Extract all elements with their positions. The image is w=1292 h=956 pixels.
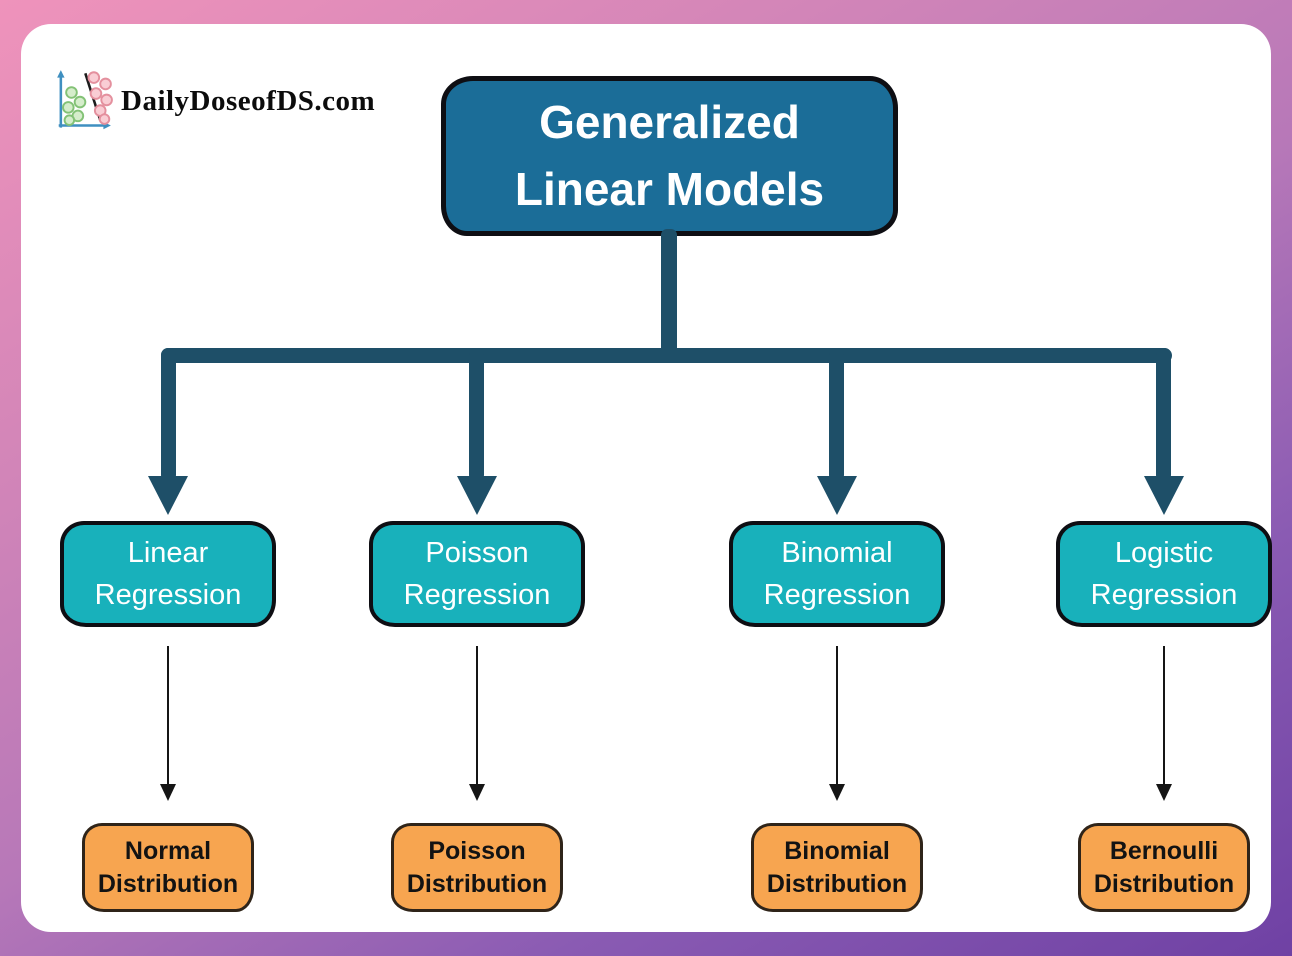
node-linear-regression: Linear Regression [60, 521, 276, 627]
node-binomial-distribution: Binomial Distribution [751, 823, 923, 912]
distribution-node-label: Poisson Distribution [406, 837, 548, 898]
arrowhead-down-icon [148, 476, 188, 515]
brand: DailyDoseofDS.com [47, 66, 375, 136]
scatter-plot-icon [57, 70, 113, 130]
root-node-label: Generalized Linear Models [514, 96, 825, 215]
arrowhead-down-icon [1144, 476, 1184, 515]
model-node-label: Binomial Regression [763, 536, 911, 611]
model-to-distribution-arrow [836, 646, 838, 786]
branch-drop-connector [829, 348, 844, 482]
node-poisson-distribution: Poisson Distribution [391, 823, 563, 912]
arrowhead-down-icon [1156, 784, 1172, 801]
node-bernoulli-distribution: Bernoulli Distribution [1078, 823, 1250, 912]
branch-drop-connector [469, 348, 484, 482]
node-generalized-linear-models: Generalized Linear Models [441, 76, 898, 236]
node-poisson-regression: Poisson Regression [369, 521, 585, 627]
model-node-label: Poisson Regression [403, 536, 551, 611]
brand-label: DailyDoseofDS.com [121, 84, 376, 117]
root-stem-connector [661, 229, 677, 363]
distribution-node-label: Normal Distribution [97, 837, 239, 898]
arrowhead-down-icon [469, 784, 485, 801]
arrowhead-down-icon [160, 784, 176, 801]
distribution-node-label: Bernoulli Distribution [1093, 837, 1235, 898]
node-logistic-regression: Logistic Regression [1056, 521, 1272, 627]
model-node-label: Logistic Regression [1090, 536, 1238, 611]
model-to-distribution-arrow [476, 646, 478, 786]
model-to-distribution-arrow [167, 646, 169, 786]
arrowhead-down-icon [829, 784, 845, 801]
branch-horizontal-connector [161, 348, 1172, 363]
arrowhead-down-icon [457, 476, 497, 515]
arrowhead-down-icon [817, 476, 857, 515]
model-to-distribution-arrow [1163, 646, 1165, 786]
node-binomial-regression: Binomial Regression [729, 521, 945, 627]
diagram-canvas: DailyDoseofDS.com Generalized Linear Mod… [21, 24, 1272, 932]
branch-drop-connector [161, 348, 176, 482]
node-normal-distribution: Normal Distribution [82, 823, 254, 912]
distribution-node-label: Binomial Distribution [766, 837, 908, 898]
model-node-label: Linear Regression [94, 536, 242, 611]
branch-drop-connector [1156, 348, 1171, 482]
